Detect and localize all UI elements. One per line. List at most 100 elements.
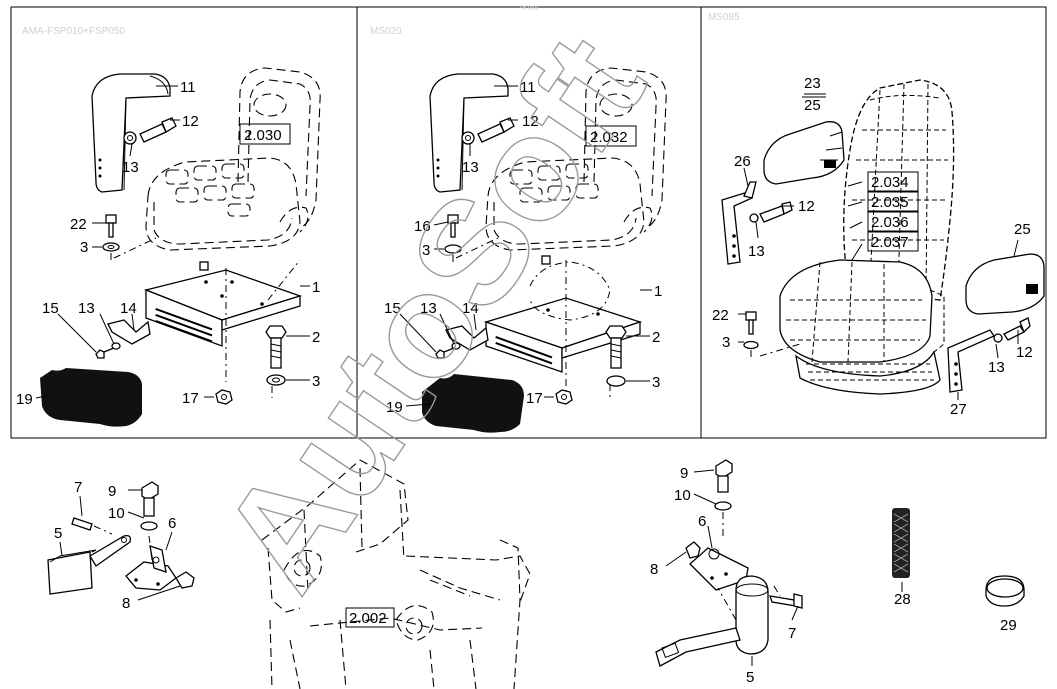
callout: 5 xyxy=(746,669,754,686)
seat-outline-left xyxy=(145,67,321,251)
nut-17-middle xyxy=(555,389,573,405)
svg-text:2.002: 2.002 xyxy=(349,610,387,627)
callout: 16 xyxy=(414,218,431,235)
callout: 22 xyxy=(712,307,729,324)
callout: 11 xyxy=(180,79,196,96)
callout: 13 xyxy=(420,300,437,317)
ref-2034: 2.034 xyxy=(871,174,909,191)
callout: 17 xyxy=(182,390,199,407)
suspension-seat xyxy=(779,79,955,395)
base-plate-left xyxy=(143,259,303,398)
ref-2032: 2.032 xyxy=(585,125,637,147)
callout: 27 xyxy=(950,401,967,418)
callout: 12 xyxy=(798,198,815,215)
callout: 3 xyxy=(422,242,430,259)
callout: 6 xyxy=(698,513,706,530)
leaders-right xyxy=(738,93,1019,400)
bolt-22-right xyxy=(743,311,801,360)
callout: 25 xyxy=(804,97,821,114)
ref-2030: 2.030 xyxy=(239,123,291,145)
armrest-middle xyxy=(429,73,509,193)
callouts-bottom-right: 9 10 6 8 7 5 28 29 xyxy=(650,465,1017,686)
bolt-12-right-lower xyxy=(993,317,1031,343)
callout: 13 xyxy=(462,159,479,176)
callout: 9 xyxy=(108,483,116,500)
callout: 1 xyxy=(312,279,320,296)
bracket-14-middle xyxy=(435,325,489,359)
leaders-bottom-right xyxy=(665,469,903,666)
callout: 13 xyxy=(78,300,95,317)
leaders-left xyxy=(35,85,310,399)
bracket-27-right xyxy=(947,329,995,393)
ref-2034-stack: 2.034 2.035 2.036 2.037 xyxy=(867,171,919,252)
armrest-25-right xyxy=(965,253,1045,315)
callout: 19 xyxy=(16,391,33,408)
callout: 10 xyxy=(674,487,691,504)
middle-panel: 11 12 13 16 3 1 15 13 14 2 3 19 17 2.032 xyxy=(384,67,667,433)
bracket-14-left xyxy=(95,319,151,359)
callout: 28 xyxy=(894,591,911,608)
callout: 22 xyxy=(70,216,87,233)
callout: 3 xyxy=(80,239,88,256)
left-panel: 11 12 13 22 3 1 15 13 14 2 3 19 17 2.030 xyxy=(16,67,321,427)
floor-mat-middle xyxy=(422,374,524,433)
grip-strip-28 xyxy=(892,508,910,578)
svg-text:2.032: 2.032 xyxy=(590,129,628,146)
callouts-bottom-left: 7 9 10 5 6 8 xyxy=(54,479,176,612)
svg-text:2.030: 2.030 xyxy=(244,127,282,144)
top-mark: % ww xyxy=(520,5,539,12)
callout: 10 xyxy=(108,505,125,522)
callout: 13 xyxy=(748,243,765,260)
armrest-23-right xyxy=(763,121,845,185)
callout: 3 xyxy=(652,374,660,391)
nut-17-left xyxy=(215,389,233,405)
callout: 13 xyxy=(122,159,139,176)
callout: 17 xyxy=(526,390,543,407)
bracket-26-right xyxy=(721,181,757,265)
seat-outline-middle xyxy=(485,67,667,251)
callout: 14 xyxy=(120,300,137,317)
bolt-2-middle xyxy=(605,325,627,387)
ref-2002: 2.002 xyxy=(345,607,395,628)
callout: 14 xyxy=(462,300,479,317)
callout: 9 xyxy=(680,465,688,482)
callout: 8 xyxy=(650,561,658,578)
callout: 13 xyxy=(988,359,1005,376)
callouts-middle: 11 12 13 16 3 1 15 13 14 2 3 19 17 xyxy=(384,79,662,416)
callout: 23 xyxy=(804,75,821,92)
callout: 1 xyxy=(654,283,662,300)
seatbelt-retractor xyxy=(655,459,803,667)
callout: 3 xyxy=(312,373,320,390)
callouts-left: 11 12 13 22 3 1 15 13 14 2 3 19 17 xyxy=(16,79,320,408)
bolt-16-middle xyxy=(444,214,499,264)
panel-title-left: AMA-FSP010+FSP050 xyxy=(22,26,126,37)
leaders-middle xyxy=(399,85,652,407)
callout: 2 xyxy=(652,329,660,346)
callout: 15 xyxy=(384,300,401,317)
bolt-22-left xyxy=(102,214,157,262)
callout: 6 xyxy=(168,515,176,532)
callouts-right: 23 25 26 12 13 25 22 3 12 13 27 xyxy=(712,75,1033,418)
panel-title-middle: MS020 xyxy=(370,26,402,37)
callout: 11 xyxy=(520,79,536,96)
ref-2036: 2.036 xyxy=(871,214,909,231)
callout: 12 xyxy=(1016,344,1033,361)
bolt-12-left xyxy=(123,117,177,145)
right-panel: 23 25 26 12 13 25 22 3 12 13 27 2.034 2.… xyxy=(712,75,1045,418)
cab-frame xyxy=(261,459,531,689)
bolt-2-left xyxy=(265,325,287,386)
floor-mat-left xyxy=(40,368,142,427)
callout: 19 xyxy=(386,399,403,416)
leaders-bottom-left xyxy=(59,489,181,601)
panel-title-right: MS085 xyxy=(708,12,740,23)
callout: 2 xyxy=(312,329,320,346)
callout: 25 xyxy=(1014,221,1031,238)
seatbelt-buckle-left xyxy=(47,481,195,595)
callout: 26 xyxy=(734,153,751,170)
armrest-left xyxy=(91,73,171,193)
callout: 12 xyxy=(522,113,539,130)
callout: 12 xyxy=(182,113,199,130)
bolt-12-middle xyxy=(461,117,515,145)
bolt-12-right-upper xyxy=(749,201,793,223)
